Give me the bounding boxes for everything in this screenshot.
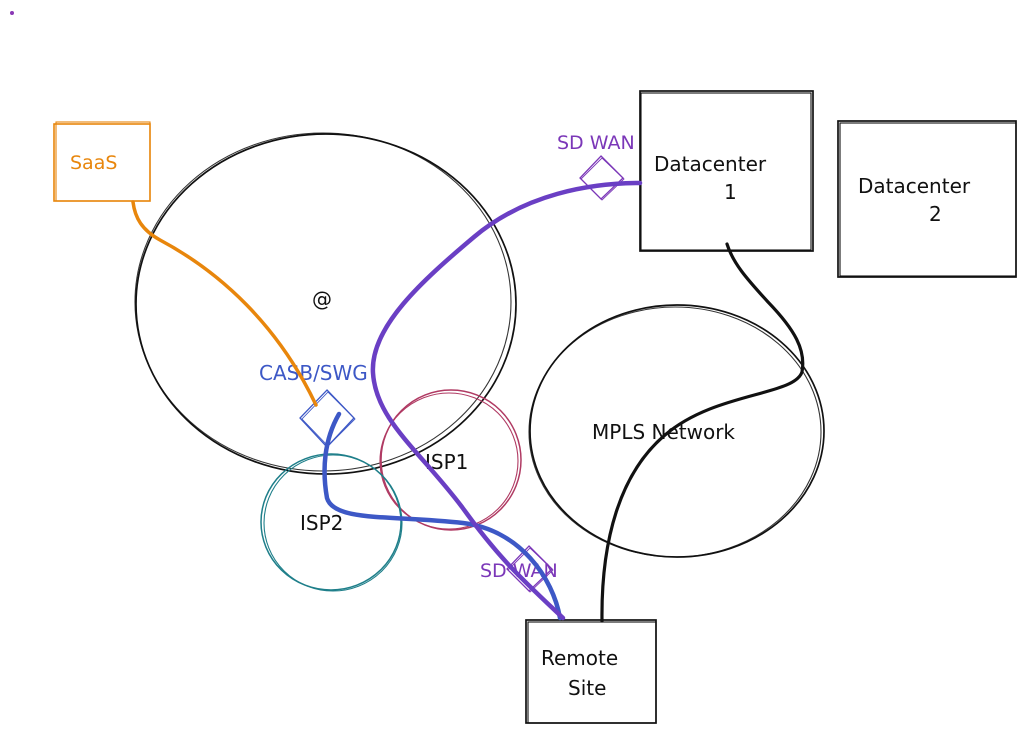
isp2-label: ISP2 — [300, 511, 343, 535]
internet-label: @ — [312, 287, 332, 311]
casb-to-remote-connection — [322, 411, 563, 621]
isp1-circle — [379, 389, 522, 531]
saas-box — [53, 121, 151, 202]
datacenter-2-title: Datacenter — [858, 174, 971, 198]
isp2-circle — [260, 453, 403, 592]
mpls-network-circle — [528, 304, 825, 558]
saas-to-casb-connection — [131, 200, 318, 407]
datacenter-2-number: 2 — [929, 202, 942, 226]
datacenter-2-box — [837, 120, 1017, 278]
corner-dot — [10, 11, 14, 15]
saas-label: SaaS — [70, 152, 117, 174]
datacenter-to-remote-sdwan-connection — [370, 180, 643, 621]
casb-swg-label: CASB/SWG — [259, 361, 368, 385]
datacenter-1-title: Datacenter — [654, 152, 767, 176]
sdwan-datacenter-diamond — [579, 155, 625, 201]
datacenter-to-remote-mpls-connection — [600, 242, 805, 623]
mpls-network-label: MPLS Network — [592, 420, 735, 444]
remote-site-subtitle: Site — [568, 676, 606, 700]
remote-site-title: Remote — [541, 646, 618, 670]
datacenter-1-number: 1 — [724, 180, 737, 204]
datacenter-1-box — [639, 90, 814, 252]
sdwan-remote-diamond — [506, 545, 554, 593]
sdwan-datacenter-label: SD WAN — [557, 132, 635, 154]
remote-site-box — [525, 619, 657, 724]
